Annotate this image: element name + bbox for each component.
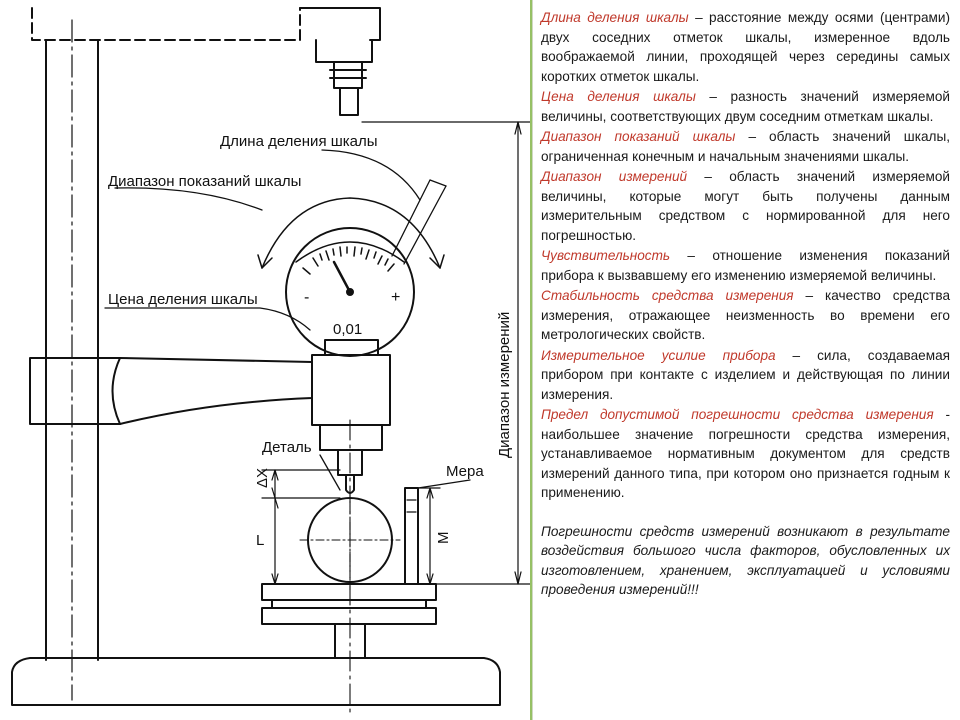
definition-item: Диапазон измерений – область значений из… xyxy=(541,167,950,245)
conclusion-text: Погрешности средств измерений возникают … xyxy=(541,523,950,598)
label-measurement-range: Диапазон измерений xyxy=(496,311,513,458)
definition-item: Предел допустимой погрешности средства и… xyxy=(541,405,950,503)
definition-term: Диапазон измерений xyxy=(541,169,688,184)
gauge-block xyxy=(404,487,419,585)
label-part: Деталь xyxy=(262,439,312,456)
label-division-value-number: 0,01 xyxy=(333,321,363,338)
spindle-tip xyxy=(329,61,367,116)
dial-ticks xyxy=(302,246,395,275)
arm-collar xyxy=(111,357,121,425)
dial-needle xyxy=(332,260,352,294)
label-dimension-L: L xyxy=(256,532,265,549)
definition-term: Цена деления шкалы xyxy=(541,89,696,104)
division-length-leader xyxy=(321,149,421,201)
definition-term: Стабильность средства измерения xyxy=(541,288,794,303)
dim-L xyxy=(261,469,341,585)
dial-hub xyxy=(346,288,354,296)
definition-text: – отношение изменения показаний прибора … xyxy=(541,248,950,283)
indication-range-arc xyxy=(261,197,441,269)
dial-scale-arc xyxy=(295,241,405,263)
definition-term: Длина деления шкалы xyxy=(541,10,689,25)
dial-plus-sign: + xyxy=(391,289,401,306)
definition-term: Измерительное усилие прибора xyxy=(541,347,776,363)
indicator-sleeve xyxy=(319,424,383,451)
table-top xyxy=(261,583,437,601)
dim-M xyxy=(417,487,441,585)
part-leader xyxy=(319,454,341,491)
dial-circle xyxy=(285,227,415,357)
gauge-leader xyxy=(417,479,471,489)
definition-item: Длина деления шкалы – расстояние между о… xyxy=(541,8,950,86)
spindle-body xyxy=(315,39,373,63)
division-value-leader xyxy=(104,307,311,331)
definition-text: - наибольшее значение погрешности средст… xyxy=(541,407,950,500)
label-division-value: Цена деления шкалы xyxy=(108,291,258,308)
definition-text: – сила, создаваемая прибором при контакт… xyxy=(541,347,950,402)
definition-item: Чувствительность – отношение изменения п… xyxy=(541,246,950,285)
definition-text: – качество средства измерения, отражающе… xyxy=(541,288,950,342)
label-dimension-M: M xyxy=(435,531,452,545)
indication-range-leader xyxy=(114,187,263,211)
definition-term: Предел допустимой погрешности средства и… xyxy=(541,407,934,422)
definition-term: Диапазон показаний шкалы xyxy=(541,129,736,144)
definition-text: – область значений измеряемой величины, … xyxy=(541,169,950,243)
division-length-lines xyxy=(391,179,447,265)
definition-item: Стабильность средства измерения – качест… xyxy=(541,286,950,345)
measurement-diagram: Длина деления шкалы Диапазон показаний ш… xyxy=(11,7,530,717)
label-scale-division-length: Длина деления шкалы xyxy=(220,133,378,150)
definition-term: Чувствительность xyxy=(541,248,671,263)
label-gauge-block: Мера xyxy=(446,463,484,480)
definition-text: – разность значений измеряемой величины,… xyxy=(541,89,950,124)
label-dimension-dx: ΔX xyxy=(254,467,271,488)
spindle-head xyxy=(299,7,381,41)
definition-text: – расстояние между осями (центрами) двух… xyxy=(541,10,950,84)
definitions-list: Длина деления шкалы – расстояние между о… xyxy=(541,8,950,503)
part-axes xyxy=(299,489,401,591)
definition-text: – область значений шкалы, ограниченная к… xyxy=(541,129,950,164)
top-bracket xyxy=(31,7,301,41)
label-indication-range: Диапазон показаний шкалы xyxy=(108,173,302,190)
table-bottom xyxy=(261,607,437,625)
definition-item: Диапазон показаний шкалы – область значе… xyxy=(541,127,950,166)
measuring-rod xyxy=(337,449,363,476)
definition-item: Цена деления шкалы – разность значений и… xyxy=(541,87,950,126)
table-web xyxy=(271,599,427,609)
table-post xyxy=(334,623,366,659)
column xyxy=(45,39,99,661)
stand-drawing xyxy=(11,7,530,717)
dial-minus-sign: - xyxy=(304,289,310,306)
base xyxy=(11,657,501,706)
indicator-body xyxy=(311,354,391,426)
definition-item: Измерительное усилие прибора – сила, соз… xyxy=(541,346,950,405)
definitions-panel: Длина деления шкалы – расстояние между о… xyxy=(532,0,960,720)
dim-measurement-range xyxy=(361,121,530,585)
